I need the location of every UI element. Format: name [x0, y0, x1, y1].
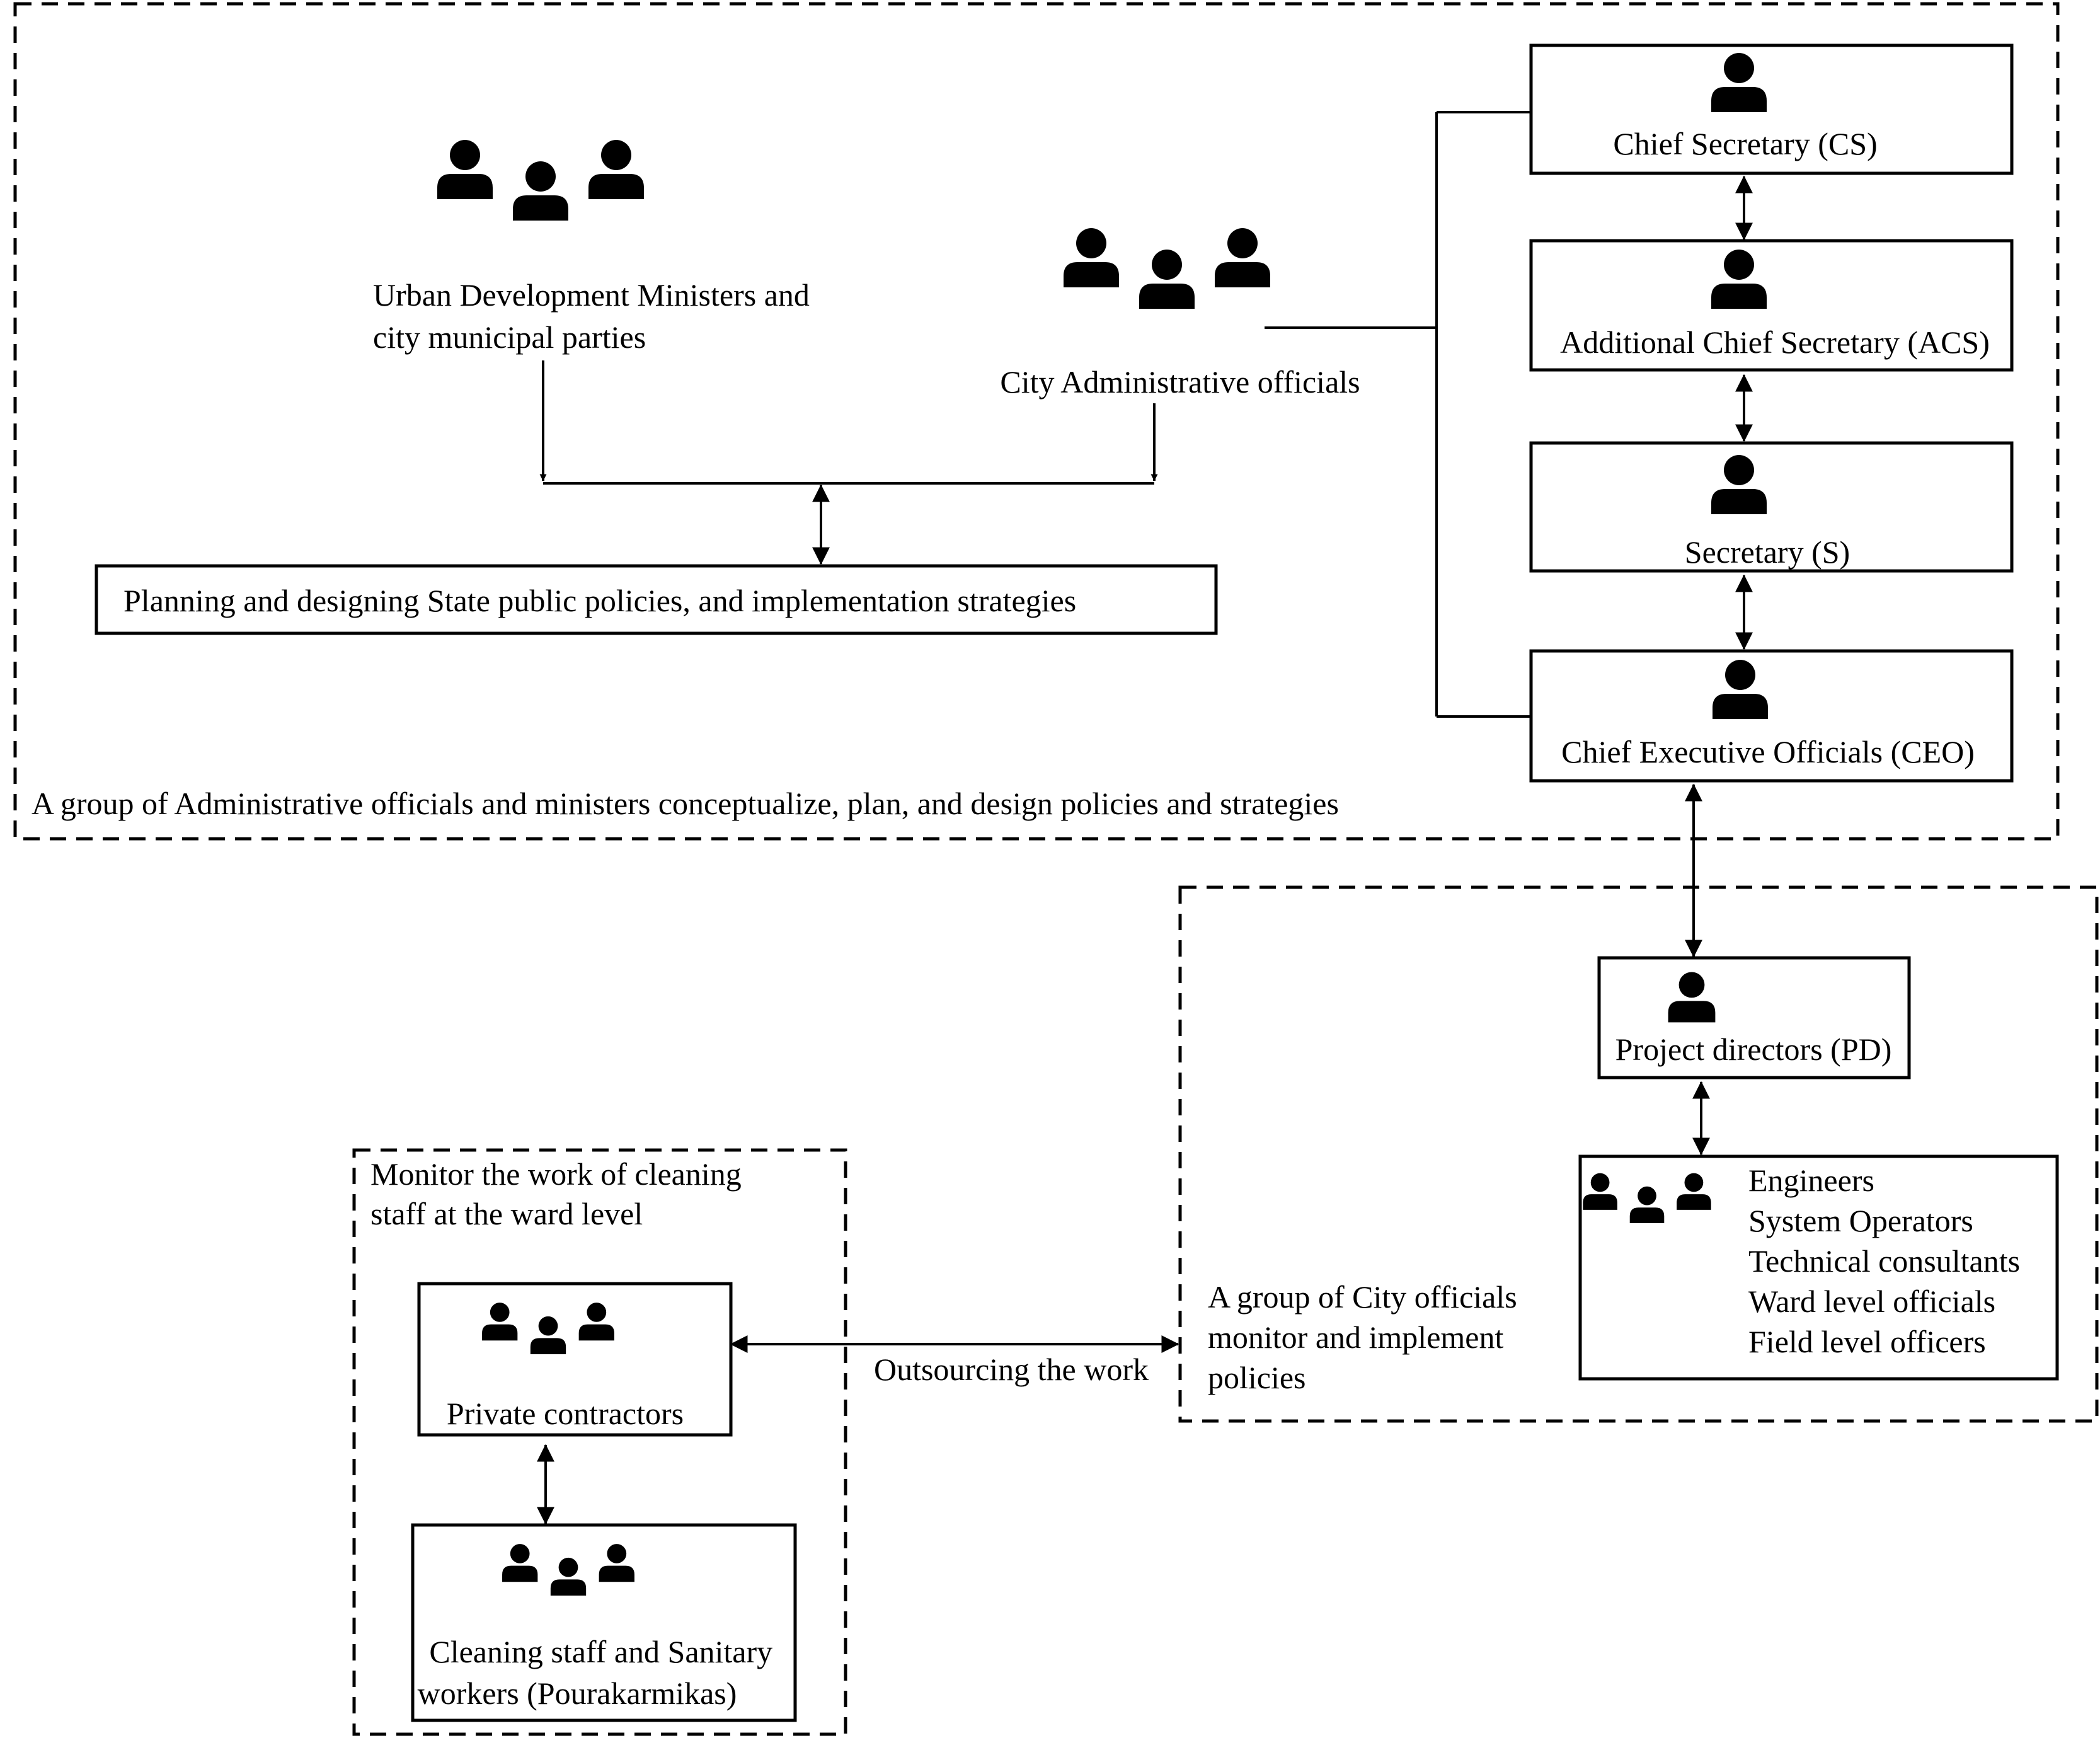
svg-text:Project directors (PD): Project directors (PD) — [1615, 1032, 1892, 1067]
svg-text:Chief Executive Officials (CEO: Chief Executive Officials (CEO) — [1561, 734, 1975, 769]
private-contractors-node: Private contractors — [417, 1282, 733, 1437]
svg-text:Additional Chief Secretary (AC: Additional Chief Secretary (ACS) — [1560, 325, 1990, 360]
outsourcing-label: Outsourcing the work — [874, 1352, 1149, 1387]
administrative-group-border — [13, 2, 2060, 841]
svg-text:Private contractors: Private contractors — [447, 1396, 684, 1431]
group-icon — [1064, 228, 1270, 333]
svg-text:City Administrative officials: City Administrative officials — [1000, 364, 1360, 400]
svg-text:Cleaning staff and Sanitary: Cleaning staff and Sanitary workers (Pou… — [418, 1634, 781, 1711]
administrative-group-caption: A group of Administrative officials and … — [32, 786, 1339, 821]
city-officials-group-caption: A group of City officials monitor and im… — [1208, 1279, 1525, 1395]
field-team-node: Engineers System Operators Technical con… — [1578, 1154, 2059, 1381]
planning-node: Planning and designing State public poli… — [95, 564, 1218, 635]
chief-secretary-node: Chief Secretary (CS) — [1529, 43, 2014, 175]
project-directors-node: Project directors (PD) — [1597, 956, 1911, 1079]
svg-text:Engineers System Operato: Engineers System Operators Technical con… — [1748, 1163, 2028, 1359]
ceo-node: Chief Executive Officials (CEO) — [1529, 649, 2014, 783]
svg-text:Secretary (S): Secretary (S) — [1685, 534, 1850, 570]
city-admin-node: City Administrative officials — [1000, 228, 1360, 400]
ward-monitoring-group-caption: Monitor the work of cleaning staff at th… — [370, 1156, 749, 1231]
secretary-node: Secretary (S) — [1529, 441, 2014, 573]
connectors — [537, 111, 1753, 1525]
svg-text:Chief Secretary (CS): Chief Secretary (CS) — [1613, 126, 1877, 161]
ministers-node: Urban Development Ministers and city mun… — [373, 140, 817, 355]
city-officials-group-border — [1178, 885, 2099, 1423]
svg-text:Urban Development Ministers an: Urban Development Ministers and city mun… — [373, 277, 817, 355]
group-icon — [437, 140, 644, 245]
ward-monitoring-group-border — [352, 1148, 847, 1736]
svg-text:Planning and designing State p: Planning and designing State public poli… — [123, 583, 1076, 618]
cleaning-staff-node: Cleaning staff and Sanitary workers (Pou… — [411, 1523, 797, 1722]
additional-chief-secretary-node: Additional Chief Secretary (ACS) — [1529, 239, 2014, 372]
